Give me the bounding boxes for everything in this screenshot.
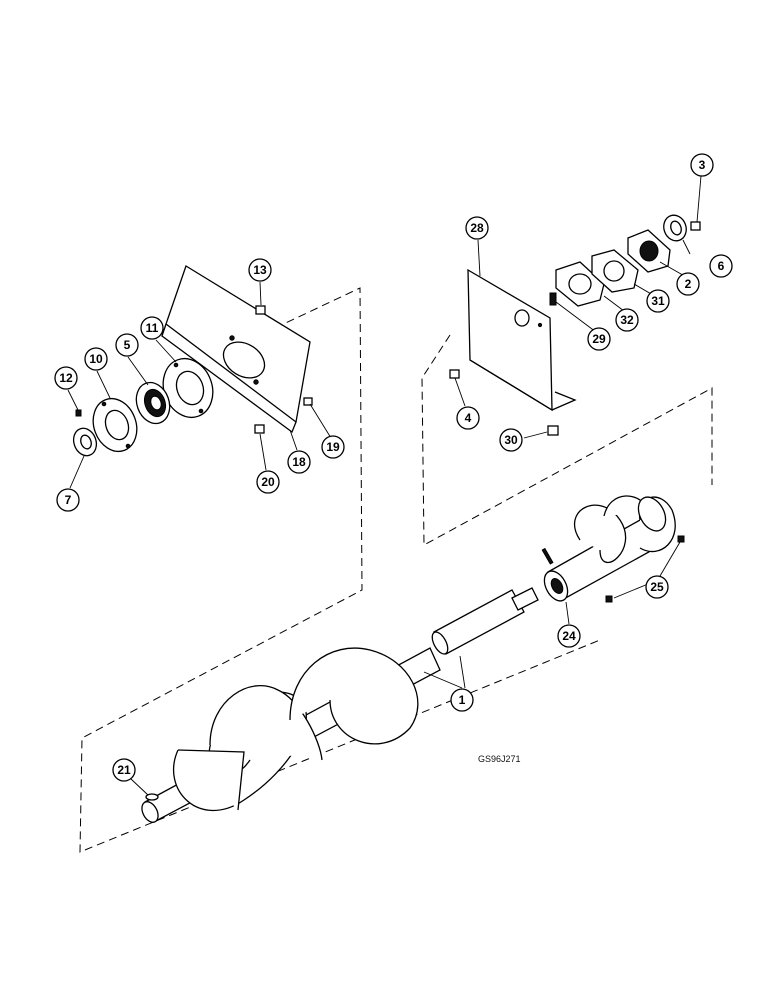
svg-text:25: 25 [650, 580, 664, 594]
nut-4 [449, 369, 460, 379]
callout-20: 20 [256, 470, 280, 494]
svg-text:4: 4 [465, 411, 472, 425]
svg-text:18: 18 [292, 455, 306, 469]
setscrew-25 [605, 535, 685, 603]
svg-text:29: 29 [592, 332, 606, 346]
bolt-29 [549, 292, 557, 306]
svg-text:13: 13 [253, 263, 267, 277]
nut-20 [254, 424, 265, 434]
leader-lines [67, 175, 702, 796]
svg-text:20: 20 [261, 475, 275, 489]
callout-13: 13 [248, 258, 272, 282]
svg-text:24: 24 [562, 629, 576, 643]
nut-30 [547, 425, 559, 436]
bearing-flange-2 [627, 229, 671, 273]
callout-1: 1 [450, 688, 474, 712]
callout-7: 7 [56, 488, 80, 512]
svg-text:2: 2 [685, 277, 692, 291]
auger-flighting [172, 647, 419, 812]
callout-29: 29 [587, 327, 611, 351]
collar-6 [663, 214, 687, 242]
callout-30: 30 [499, 428, 523, 452]
callout-21: 21 [112, 758, 136, 782]
svg-text:10: 10 [89, 352, 103, 366]
assembly-outline-left [79, 287, 601, 853]
callout-5: 5 [115, 333, 139, 357]
svg-text:11: 11 [146, 321, 159, 335]
setscrew-3 [690, 221, 701, 231]
bolt-19 [303, 397, 313, 406]
svg-text:3: 3 [699, 158, 706, 172]
callout-24: 24 [557, 624, 581, 648]
setscrew-12 [75, 409, 82, 417]
nut-13 [255, 305, 266, 315]
callout-32: 32 [615, 308, 639, 332]
svg-text:28: 28 [470, 221, 484, 235]
svg-text:12: 12 [59, 371, 73, 385]
flange-31 [591, 249, 639, 293]
bearing-flange-10 [92, 397, 138, 453]
svg-text:19: 19 [326, 440, 340, 454]
callout-19: 19 [321, 435, 345, 459]
callout-25: 25 [645, 575, 669, 599]
callout-10: 10 [84, 347, 108, 371]
svg-text:1: 1 [459, 693, 466, 707]
callout-31: 31 [646, 289, 670, 313]
callout-2: 2 [676, 272, 700, 296]
svg-text:30: 30 [504, 433, 518, 447]
callout-3: 3 [690, 153, 714, 177]
collar-7 [72, 427, 98, 457]
svg-text:21: 21 [117, 763, 131, 777]
svg-text:5: 5 [124, 338, 131, 352]
callout-6: 6 [709, 254, 733, 278]
callout-28: 28 [465, 216, 489, 240]
svg-text:7: 7 [65, 493, 72, 507]
svg-text:6: 6 [718, 259, 725, 273]
bearing-5 [135, 381, 171, 425]
flighting-segment-24 [541, 495, 676, 602]
bearing-flange-11 [162, 357, 214, 419]
assembly-outline-right [421, 334, 713, 546]
callout-12: 12 [54, 366, 78, 390]
svg-text:31: 31 [651, 294, 665, 308]
callout-18: 18 [287, 450, 311, 474]
callout-11: 11 [140, 316, 164, 340]
drawing-code: GS96J271 [478, 754, 521, 764]
mounting-plate-left [161, 265, 311, 434]
mounting-plate-right [467, 268, 577, 412]
key-21 [145, 793, 159, 801]
callout-4: 4 [456, 406, 480, 430]
svg-text:32: 32 [620, 313, 634, 327]
